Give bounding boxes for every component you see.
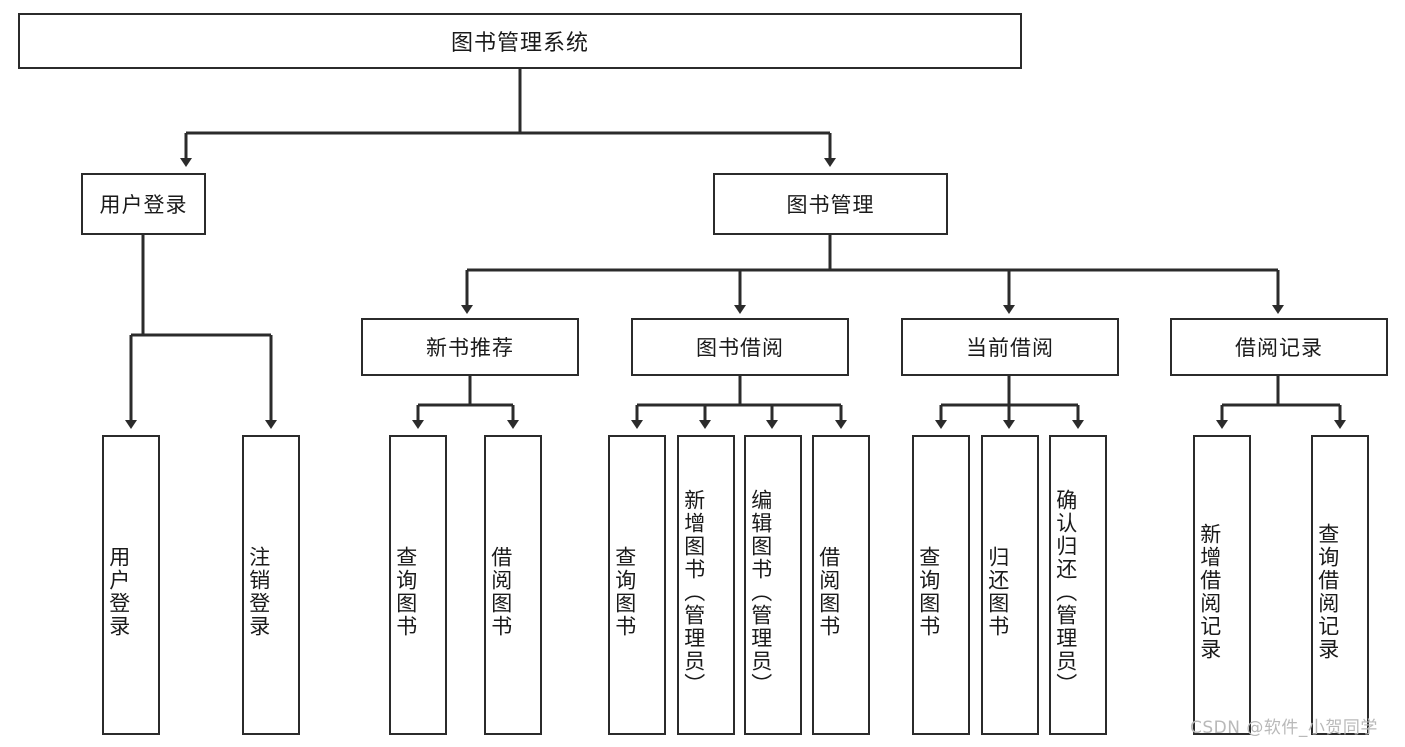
node-new-book-recommend-label: 新书推荐: [426, 336, 514, 360]
leaf-borrow-book-label: 借阅图书: [816, 546, 841, 638]
leaf-add-book-admin-label: 新增图书（管理员）: [681, 488, 706, 696]
node-current-borrow-label: 当前借阅: [966, 336, 1054, 360]
leaf-return-book-label: 归还图书: [985, 546, 1010, 638]
leaf-borrow-query-book[interactable]: 查询图书: [608, 435, 666, 735]
leaf-user-login-label: 用户登录: [106, 546, 131, 638]
leaf-edit-book-admin[interactable]: 编辑图书（管理员）: [744, 435, 802, 735]
node-book-borrow[interactable]: 图书借阅: [631, 318, 849, 376]
leaf-recommend-borrow-book[interactable]: 借阅图书: [484, 435, 542, 735]
leaf-query-borrow-record[interactable]: 查询借阅记录: [1311, 435, 1369, 735]
node-user-login-label: 用户登录: [99, 193, 188, 217]
node-user-login[interactable]: 用户登录: [81, 173, 206, 235]
node-new-book-recommend[interactable]: 新书推荐: [361, 318, 579, 376]
node-borrow-record-label: 借阅记录: [1235, 336, 1323, 360]
node-book-management-label: 图书管理: [786, 193, 875, 217]
leaf-return-book[interactable]: 归还图书: [981, 435, 1039, 735]
leaf-logout[interactable]: 注销登录: [242, 435, 300, 735]
node-book-borrow-label: 图书借阅: [696, 336, 784, 360]
leaf-add-borrow-record[interactable]: 新增借阅记录: [1193, 435, 1251, 735]
leaf-borrow-book[interactable]: 借阅图书: [812, 435, 870, 735]
leaf-recommend-borrow-book-label: 借阅图书: [488, 546, 513, 638]
leaf-query-borrow-record-label: 查询借阅记录: [1315, 523, 1340, 661]
node-root-label: 图书管理系统: [450, 31, 589, 56]
leaf-confirm-return-admin-label: 确认归还（管理员）: [1053, 488, 1078, 696]
csdn-watermark: CSDN @软件_小贺同学: [1190, 718, 1378, 738]
leaf-confirm-return-admin[interactable]: 确认归还（管理员）: [1049, 435, 1107, 735]
leaf-recommend-query-book[interactable]: 查询图书: [389, 435, 447, 735]
node-root-system[interactable]: 图书管理系统: [18, 13, 1022, 69]
leaf-borrow-query-book-label: 查询图书: [612, 546, 637, 638]
leaf-current-query-book[interactable]: 查询图书: [912, 435, 970, 735]
node-borrow-record[interactable]: 借阅记录: [1170, 318, 1388, 376]
leaf-add-borrow-record-label: 新增借阅记录: [1197, 523, 1222, 661]
leaf-current-query-book-label: 查询图书: [916, 546, 941, 638]
leaf-add-book-admin[interactable]: 新增图书（管理员）: [677, 435, 735, 735]
leaf-recommend-query-book-label: 查询图书: [393, 546, 418, 638]
node-book-management[interactable]: 图书管理: [713, 173, 948, 235]
leaf-user-login[interactable]: 用户登录: [102, 435, 160, 735]
leaf-edit-book-admin-label: 编辑图书（管理员）: [748, 488, 773, 696]
leaf-logout-label: 注销登录: [246, 546, 271, 638]
node-current-borrow[interactable]: 当前借阅: [901, 318, 1119, 376]
